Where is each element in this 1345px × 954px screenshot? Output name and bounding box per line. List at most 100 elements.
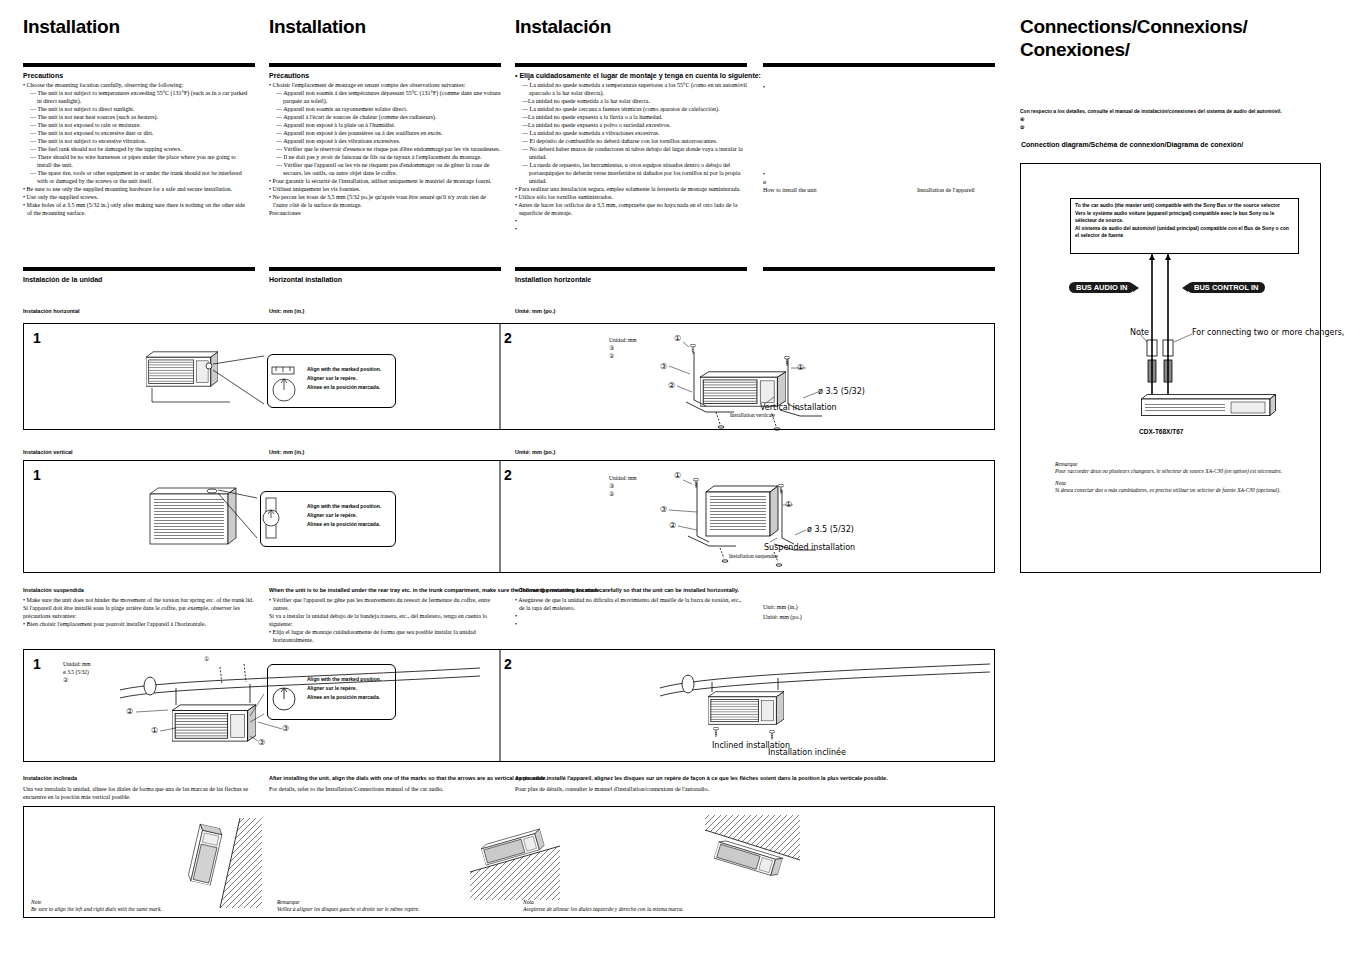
text: Installation verticale	[730, 412, 775, 419]
text: Unit: mm (in.)	[763, 603, 798, 611]
text-block: ①	[797, 363, 804, 372]
node-text: Align with the marked position.	[307, 502, 391, 511]
suspended-step2	[660, 664, 990, 740]
drawing-part	[515, 63, 747, 67]
drawing-part	[273, 379, 295, 401]
heading: Instalación horizontal	[23, 308, 80, 315]
node-text: Nota	[523, 899, 534, 906]
text: — The unit is not exposed to excessive d…	[23, 129, 251, 137]
text-block: Unité: mm (po.)	[763, 613, 802, 621]
node-text: Asegúrese de alinear los diales izquierd…	[523, 906, 684, 913]
changer-part	[1270, 395, 1276, 416]
text-block: ③	[660, 362, 667, 371]
node-text: 2	[504, 330, 512, 346]
callout-number: ②	[669, 521, 676, 530]
drawing-part	[712, 678, 778, 692]
drawing-part	[120, 668, 480, 698]
text-block: ②	[126, 707, 133, 716]
text-block: ø 3.5 (5/32)	[818, 387, 865, 396]
callout-number: ③	[660, 362, 667, 371]
text-block: RemarquePour raccorder deux ou plusieurs…	[1055, 461, 1300, 475]
drawing-part	[700, 372, 786, 406]
text-block: ③	[660, 505, 667, 514]
text-block: Instalación de la unidad	[23, 275, 102, 284]
text: • Ne percez les trous de 3,5 mm (5/32 po…	[269, 193, 501, 209]
text: •	[515, 612, 747, 620]
drawing-part	[218, 490, 257, 538]
drawing-part	[220, 818, 262, 908]
text-block: •	[763, 170, 765, 178]
text-block: Installation suspendue	[729, 553, 778, 560]
text: — There should be no wire harnesses or p…	[23, 153, 251, 169]
text: — Appareil non soumis au rayonnement sol…	[269, 105, 501, 113]
text: Unidad: mm	[609, 475, 637, 482]
text-block: Précautions	[269, 71, 309, 80]
callout-number: ①	[797, 363, 804, 372]
step-frame: 12Align with the marked position.Aligner…	[23, 460, 995, 573]
text: •	[515, 217, 747, 225]
node-text: Alinee en la posición marcada.	[307, 520, 391, 529]
drawing-part	[706, 492, 770, 536]
node-text: 2	[504, 656, 512, 672]
drawing-part	[770, 486, 778, 536]
drawing-part	[669, 342, 818, 403]
drawing-part	[172, 705, 256, 741]
text: — The unit is not subject to direct sunl…	[23, 105, 251, 113]
callout-number: ②	[126, 707, 133, 716]
drawing-part	[694, 352, 706, 406]
text-block: Unité: mm (po.)	[515, 308, 555, 315]
text: Unidad: mm	[609, 337, 637, 344]
text: • Pour garantir la sécurité de l'install…	[269, 177, 501, 185]
callout-number: ③	[258, 738, 265, 747]
text-block: Après avoir installé l'appareil, alignez…	[515, 775, 888, 782]
heading: Installation	[269, 15, 366, 38]
text: — La rueda de repuesto, las herramientas…	[515, 161, 747, 185]
drawing-part	[154, 498, 224, 540]
text-block: • Choisir l'emplacement de montage en te…	[269, 81, 501, 217]
callout-number: ①	[674, 471, 681, 480]
text-block: Unidad: mm	[63, 661, 91, 668]
node-text: CDX-T68X/T67	[1139, 428, 1183, 436]
node-text: Align with the marked position.	[307, 675, 391, 684]
node-text: Vers le système audio voiture (appareil …	[1075, 210, 1294, 224]
text-block: Installation horizontale	[515, 275, 591, 284]
drawing-part	[784, 356, 790, 366]
drawing-part	[187, 824, 223, 886]
heading: Installation	[23, 15, 120, 38]
drawing-part	[480, 829, 545, 865]
text: — Appareil à l'écart de sources de chale…	[269, 113, 501, 121]
drawing-part	[515, 267, 747, 271]
heading: Après avoir installé l'appareil, alignez…	[515, 775, 888, 782]
cable-line	[1167, 254, 1169, 394]
step-frame: 12Align with the marked position.Aligner…	[23, 323, 995, 430]
node-text: To the car audio (the master unit) compa…	[1075, 202, 1294, 209]
text: • Choose the mounting location carefully…	[23, 81, 251, 89]
text-block: ③	[609, 345, 614, 352]
drawing-part	[688, 536, 736, 546]
text-block: Vertical installation	[760, 403, 837, 412]
text: ⑤	[1020, 123, 1320, 131]
heading: Unit: mm (in.)	[269, 308, 304, 315]
text-block: Unit: mm (in.)	[269, 449, 304, 456]
text: Installation de l'appareil	[917, 186, 975, 194]
drawing-part	[690, 344, 696, 354]
text-block: ø	[763, 178, 766, 186]
text-block: Unit: mm (in.)	[269, 308, 304, 315]
bus-tag: BUS CONTROL IN	[1187, 282, 1265, 293]
text: • Bien choisir l'emplacement pour pouvoi…	[23, 620, 259, 628]
text: — The unit is not subject to temperature…	[23, 89, 251, 105]
text: ø	[763, 178, 766, 186]
node-text: Remarque	[277, 899, 299, 906]
text: —La unidad no quede expuesta a la lluvia…	[515, 113, 747, 121]
drawing-part	[268, 510, 274, 518]
callout-number: ①	[785, 500, 792, 509]
drawing-part	[136, 694, 282, 741]
text-block: Connections/Connexions/ Conexiones/	[1020, 15, 1320, 61]
changer-unit: CDX-T68X/T67	[1141, 394, 1276, 416]
text: Si desea conectar dos o más cambiadores,…	[1055, 487, 1300, 494]
cable-connector	[1149, 254, 1155, 394]
drawing-part	[763, 267, 995, 271]
heading: Installation horizontale	[515, 275, 591, 284]
node-text: Aligner sur le repère.	[307, 374, 391, 383]
